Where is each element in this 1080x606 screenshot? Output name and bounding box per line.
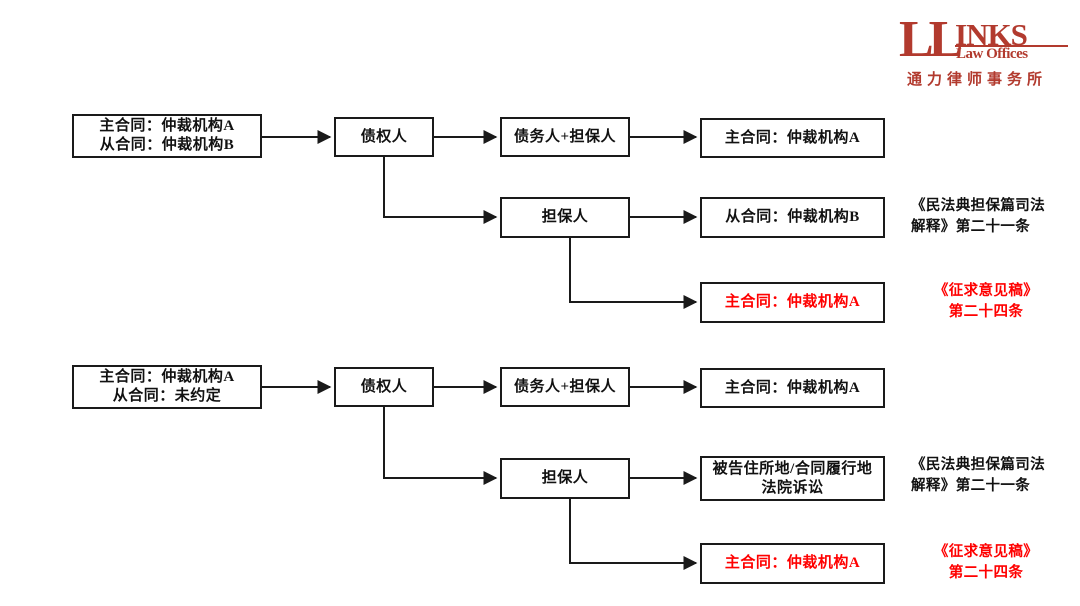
elbow-creditor1-to-guarantor [383, 157, 498, 224]
flow1-source-line1: 主合同：仲裁机构A [99, 118, 235, 135]
flow2-guarantor-box[interactable]: 担保人 [500, 458, 630, 499]
flow1-guarantor-label: 担保人 [541, 209, 589, 226]
logo-divider-rule [955, 45, 1068, 47]
flow1-source-box[interactable]: 主合同：仲裁机构A 从合同：仲裁机构B [72, 114, 262, 158]
flow2-source-box[interactable]: 主合同：仲裁机构A 从合同：未约定 [72, 365, 262, 409]
flow2-draft-note-line2: 第二十四条 [948, 565, 1024, 582]
flow2-outcome-debtor-guarantor-label: 主合同：仲裁机构A [724, 379, 861, 396]
flow2-outcome-draft-box[interactable]: 主合同：仲裁机构A [700, 543, 885, 584]
flow2-guarantor-label: 担保人 [541, 470, 589, 487]
flow1-debtor-guarantor-label: 债务人+担保人 [513, 128, 617, 145]
flow1-draft-note-line2: 第二十四条 [948, 304, 1024, 321]
elbow-guarantor1-to-draft-outcome [569, 238, 698, 309]
flow2-judicial-interpretation-note: 《民法典担保篇司法 解释》第二十一条 [911, 455, 1076, 497]
flow2-debtor-guarantor-label: 债务人+担保人 [513, 378, 617, 395]
flow2-draft-note-line1: 《征求意见稿》 [933, 544, 1039, 560]
flow1-guarantor-box[interactable]: 担保人 [500, 197, 630, 238]
flow1-note-line2: 解释》第二十一条 [911, 219, 1031, 236]
logo-inks-text: INKS [955, 17, 1028, 52]
flow2-source-line2: 从合同：未约定 [112, 388, 222, 404]
flow2-note-line2: 解释》第二十一条 [911, 478, 1031, 495]
flow2-creditor-box[interactable]: 债权人 [334, 367, 434, 407]
logo-law-offices-text: Law Offices [956, 46, 1028, 62]
flow1-note-line1: 《民法典担保篇司法 [911, 198, 1046, 214]
elbow-guarantor2-to-draft-outcome [569, 499, 698, 570]
flow2-note-line1: 《民法典担保篇司法 [911, 457, 1046, 473]
flow2-outcome-guarantor-box[interactable]: 被告住所地/合同履行地 法院诉讼 [700, 456, 885, 501]
flow1-debtor-guarantor-box[interactable]: 债务人+担保人 [500, 117, 630, 157]
flow2-outcome-debtor-guarantor-box[interactable]: 主合同：仲裁机构A [700, 368, 885, 408]
logo-wordmark: LL INKS Law Offices [893, 14, 1073, 66]
flow1-outcome-debtor-guarantor-box[interactable]: 主合同：仲裁机构A [700, 118, 885, 158]
flow2-debtor-guarantor-box[interactable]: 债务人+担保人 [500, 367, 630, 407]
flow1-outcome-guarantor-label: 从合同：仲裁机构B [725, 209, 860, 226]
flow2-source-line1: 主合同：仲裁机构A [99, 369, 235, 386]
flow1-source-line2: 从合同：仲裁机构B [99, 137, 235, 153]
flow1-outcome-debtor-guarantor-label: 主合同：仲裁机构A [724, 129, 861, 146]
flow1-outcome-draft-box[interactable]: 主合同：仲裁机构A [700, 282, 885, 323]
flow1-draft-note: 《征求意见稿》 第二十四条 [911, 281, 1061, 323]
llinks-law-offices-logo: LL INKS Law Offices 通力律师事务所 [893, 14, 1073, 90]
flow1-outcome-draft-label: 主合同：仲裁机构A [724, 294, 861, 311]
flow2-draft-note: 《征求意见稿》 第二十四条 [911, 542, 1061, 584]
flow1-outcome-guarantor-box[interactable]: 从合同：仲裁机构B [700, 197, 885, 238]
flow1-creditor-label: 债权人 [360, 128, 408, 145]
flow1-judicial-interpretation-note: 《民法典担保篇司法 解释》第二十一条 [911, 196, 1076, 238]
flow1-draft-note-line1: 《征求意见稿》 [933, 283, 1039, 299]
flow2-creditor-label: 债权人 [360, 378, 408, 395]
logo-ll-text: LL [899, 11, 963, 68]
elbow-creditor2-to-guarantor [383, 407, 498, 485]
flow2-outcome-draft-label: 主合同：仲裁机构A [724, 555, 861, 572]
flow1-creditor-box[interactable]: 债权人 [334, 117, 434, 157]
flow2-outcome-guarantor-line2: 法院诉讼 [761, 479, 824, 496]
logo-chinese-text: 通力律师事务所 [907, 72, 1048, 88]
flow2-outcome-guarantor-line1: 被告住所地/合同履行地 [712, 460, 873, 477]
